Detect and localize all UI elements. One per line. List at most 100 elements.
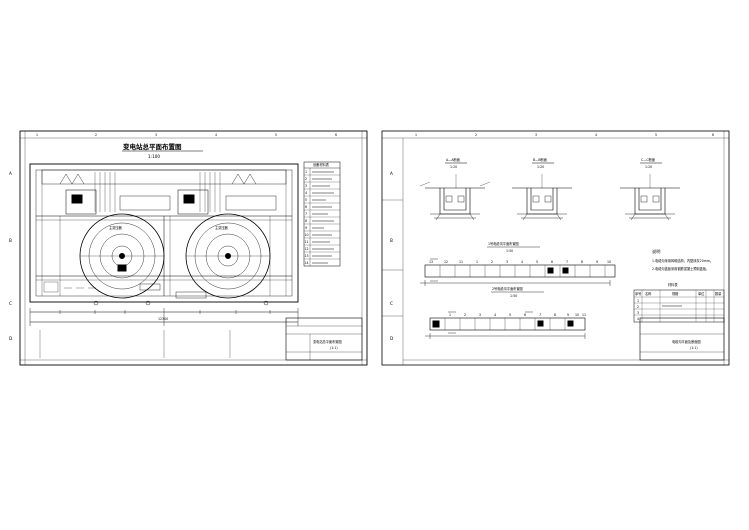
trench-segment-number: 6 <box>551 260 553 264</box>
grid-row-label: B <box>9 238 12 243</box>
grid-col-label: 5 <box>655 133 657 137</box>
grid-row-label: C <box>9 301 12 306</box>
trench-segment-number: 2 <box>464 313 466 317</box>
legend-title: 设备材料表 <box>313 162 330 167</box>
equipment-legend-table <box>303 161 341 267</box>
grid-col-label: 3 <box>535 133 537 137</box>
overall-dimension: 12300 <box>158 317 168 321</box>
legend-row-number: 13 <box>305 254 309 258</box>
legend-row-number: 2 <box>305 177 307 181</box>
trench-segment-number: 5 <box>536 260 538 264</box>
plan2-numbers: 1 2 3 4 5 6 7 8 9 10 11 <box>449 313 586 317</box>
section-a-scale: 1:20 <box>450 165 457 169</box>
legend-row-number: 5 <box>305 198 307 202</box>
trench-segment-number: 5 <box>509 313 511 317</box>
note-line: 2.电缆沟盖板采用钢筋混凝土预制盖板。 <box>652 266 709 271</box>
legend-row-number: 8 <box>305 219 307 223</box>
cable-trench-plan-2 <box>425 311 586 339</box>
grid-col-label: 6 <box>335 133 337 137</box>
legend-row-number: 6 <box>305 205 307 209</box>
left-drawing-title: 变电站总平面布置图 <box>123 142 182 151</box>
plan2-title: 2号电缆沟平面布置图 <box>492 286 523 291</box>
trench-segment-number: 10 <box>607 260 611 264</box>
grid-col-label: 2 <box>475 133 477 137</box>
grid-col-label: 2 <box>95 133 97 137</box>
materials-row-number: 4 <box>637 317 639 321</box>
grid-row-label: D <box>390 336 393 341</box>
materials-row-number: 2 <box>637 305 639 309</box>
trench-segment-number: 6 <box>524 313 526 317</box>
right-title-block-scale: (1:1) <box>690 346 698 350</box>
materials-header: 规格 <box>672 291 679 296</box>
legend-row-number: 12 <box>305 247 309 251</box>
trench-segment-number: 4 <box>521 260 523 264</box>
section-a-title: A—A断面 <box>446 157 460 162</box>
trench-segment-number: 9 <box>567 313 569 317</box>
section-view-a <box>419 174 491 221</box>
section-view-b <box>512 174 572 221</box>
cable-trench-plan-1 <box>420 258 616 286</box>
section-view-c <box>620 174 680 221</box>
materials-header: 数量 <box>715 291 722 296</box>
trench-segment-number: 12 <box>444 260 448 264</box>
section-c-title: C—C断面 <box>641 157 655 162</box>
grid-col-label: 3 <box>155 133 157 137</box>
trench-segment-number: 11 <box>459 260 463 264</box>
materials-row-number: 3 <box>637 311 639 315</box>
legend-row-number: 10 <box>305 233 309 237</box>
trench-segment-number: 10 <box>575 313 579 317</box>
left-title-block-name: 变电站总平面布置图 <box>313 339 342 344</box>
legend-row-number: 1 <box>305 170 307 174</box>
notes-title: 说明 <box>652 248 660 255</box>
plan1-numbers: 13 12 11 1 2 3 4 5 6 7 8 9 10 <box>429 260 611 264</box>
materials-table <box>633 289 725 323</box>
grid-col-label: 1 <box>36 133 38 137</box>
grid-row-label: C <box>390 301 393 306</box>
left-title-block <box>285 317 363 361</box>
trench-segment-number: 8 <box>581 260 583 264</box>
trench-segment-number: 11 <box>582 313 586 317</box>
trench-segment-number: 1 <box>449 313 451 317</box>
left-sheet: 1 2 3 4 5 6 A B C D 变电站总平面布置图 1:100 <box>9 130 368 366</box>
legend-row-number: 14 <box>305 261 309 265</box>
site-plan <box>29 163 299 303</box>
grid-row-label: A <box>390 171 393 176</box>
left-title-block-scale: (1:1) <box>330 346 338 350</box>
right-sheet-border <box>381 130 730 366</box>
trench-segment-number: 7 <box>566 260 568 264</box>
trench-segment-number: 4 <box>494 313 496 317</box>
plan2-scale: 1:50 <box>510 294 517 298</box>
grid-row-label: D <box>9 336 12 341</box>
trench-segment-number: 13 <box>429 260 433 264</box>
tank-label: 主变压器 <box>109 225 123 230</box>
grid-row-label: B <box>390 238 393 243</box>
materials-header: 名称 <box>645 291 652 296</box>
legend-row-number: 9 <box>305 226 307 230</box>
plan1-title: 1号电缆沟平面布置图 <box>488 241 519 246</box>
trench-segment-number: 9 <box>596 260 598 264</box>
legend-row-number: 4 <box>305 191 307 195</box>
right-title-block <box>639 317 725 361</box>
grid-col-label: 4 <box>215 133 217 137</box>
grid-col-label: 5 <box>275 133 277 137</box>
grid-col-label: 1 <box>415 133 417 137</box>
trench-segment-number: 1 <box>476 260 478 264</box>
section-b-scale: 1:20 <box>537 165 544 169</box>
left-sheet-frame <box>19 130 368 366</box>
materials-row-number: 1 <box>637 299 639 303</box>
legend-row-number: 7 <box>305 212 307 216</box>
materials-title: 材料表 <box>668 282 678 287</box>
grid-row-label: A <box>9 171 12 176</box>
trench-segment-number: 3 <box>506 260 508 264</box>
dimension-chain <box>29 300 299 358</box>
trench-segment-number: 3 <box>479 313 481 317</box>
left-drawing-scale: 1:100 <box>148 154 160 159</box>
plan1-scale: 1:50 <box>506 249 513 253</box>
trench-segment-number: 8 <box>554 313 556 317</box>
note-line: 1.电缆沟采用砖砌结构，内壁抹灰20mm。 <box>652 258 713 263</box>
section-b-title: B—B断面 <box>533 157 547 162</box>
tank-label: 主变压器 <box>215 225 229 230</box>
legend-row-number: 11 <box>305 240 309 244</box>
legend-row-number: 3 <box>305 184 307 188</box>
